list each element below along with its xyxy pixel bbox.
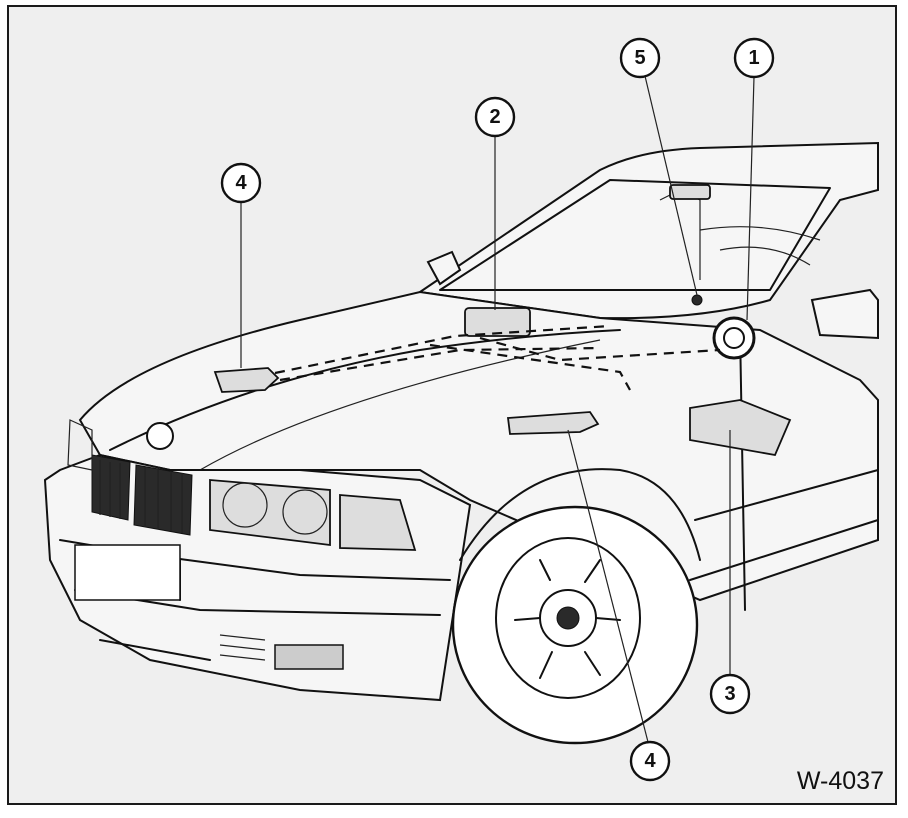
svg-text:4: 4 [235,172,247,194]
svg-text:1: 1 [748,47,759,69]
airbag-module-1 [712,316,756,360]
crash-sensor-4-left [213,367,280,393]
crash-sensor-4-right [506,411,600,435]
crash-sensor-2 [464,307,531,337]
left-mirror [426,250,462,286]
side-mirror [810,288,879,340]
callout-4-top: 4 [220,162,262,204]
svg-text:3: 3 [724,683,735,705]
callout-4-bottom: 4 [629,740,671,782]
callout-2: 2 [474,96,516,138]
callout-3: 3 [709,673,751,715]
windshield [417,141,879,320]
figure-id-label: W-4037 [794,767,886,796]
hood [78,290,879,602]
svg-text:5: 5 [634,47,645,69]
headlights [67,419,417,551]
door-side [689,329,879,611]
front-wheel [451,468,701,745]
callout-5: 5 [619,37,661,79]
callout-1: 1 [733,37,775,79]
bmw-roundel [146,422,174,450]
svg-text:4: 4 [644,750,656,772]
leader-lines [240,75,755,743]
wiring-harness [274,324,721,391]
grille [91,454,193,536]
svg-text:2: 2 [489,106,500,128]
